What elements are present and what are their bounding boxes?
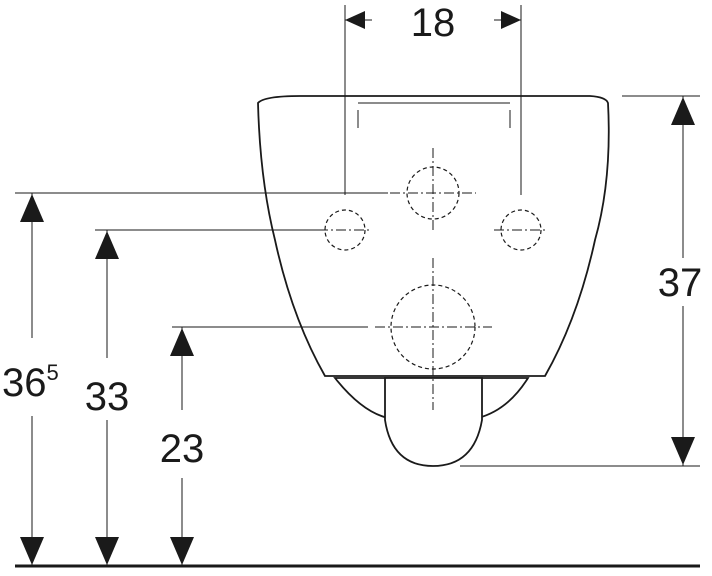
dimension-33: 33: [85, 375, 130, 419]
dimension-top: 18: [344, 1, 522, 195]
dimension-right: 37: [460, 95, 703, 467]
dimension-18: 18: [411, 1, 456, 45]
right-bolt-circle: [500, 209, 542, 251]
dimension-left-outer: 365: [2, 192, 388, 566]
dimension-36-superscript: 5: [47, 360, 59, 385]
dimension-left-mid: 33: [85, 229, 318, 566]
left-bolt-circle: [324, 209, 366, 251]
dimension-left-inner: 23: [160, 326, 368, 566]
connection-holes: [318, 148, 548, 410]
dimension-36: 36: [2, 361, 47, 405]
svg-text:365: 365: [2, 360, 59, 405]
bowl-outlet: [384, 377, 483, 467]
dimension-23: 23: [160, 427, 205, 471]
dimension-37: 37: [658, 261, 703, 305]
